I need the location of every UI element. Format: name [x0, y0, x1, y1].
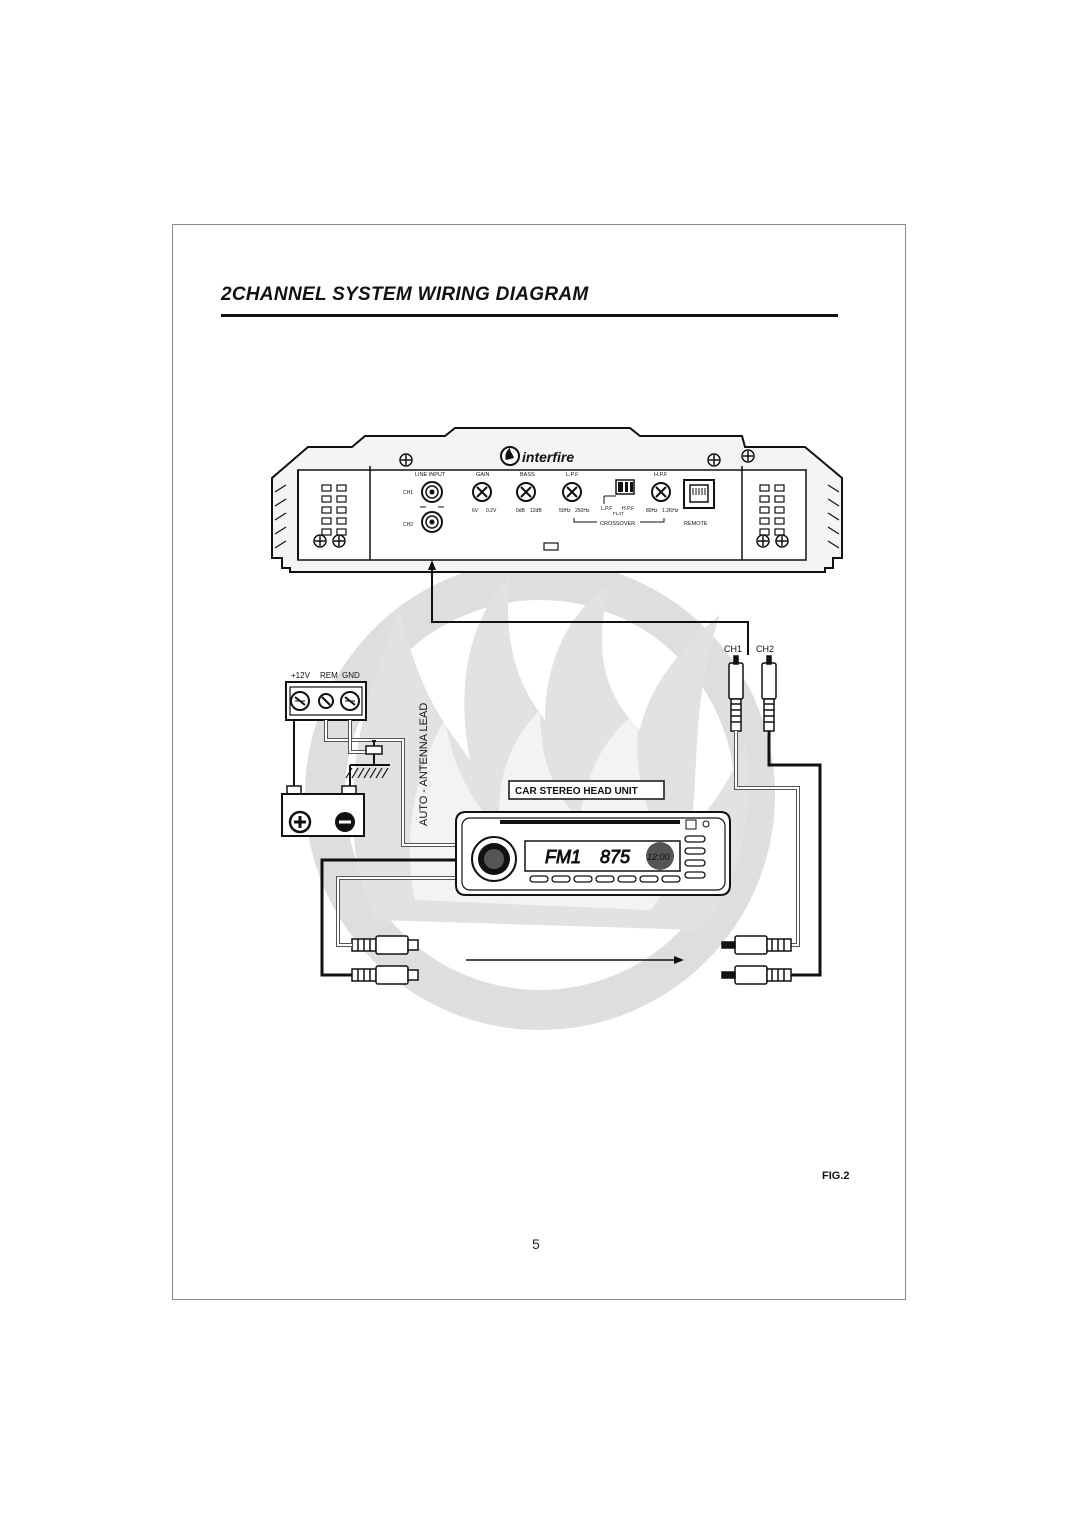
antenna-lead-label: AUTO - ANTENNA LEAD	[418, 703, 430, 826]
gain-max-label: 0.2V	[486, 508, 497, 514]
rca-ch2-label: CH2	[756, 644, 774, 654]
cable-ch2-right	[767, 731, 822, 977]
switch-hpf-label: H.P.F	[622, 506, 634, 512]
switch-lpf-label: L.P.F	[601, 506, 612, 512]
amp-lpf-label: L.P.F	[566, 472, 579, 478]
amp-gain-label: GAIN	[476, 472, 489, 478]
amp-line-input-label: LINE INPUT	[415, 472, 446, 478]
rca-pair-right-ch2	[721, 965, 792, 985]
amp-screws	[313, 449, 789, 548]
head-unit-label-box	[508, 780, 665, 800]
amp-ch1-label: CH1	[403, 490, 413, 496]
rca-pair-left-ch1	[351, 935, 419, 955]
rca-ch1-label: CH1	[724, 644, 742, 654]
remote-jack	[683, 479, 715, 509]
battery	[281, 785, 365, 837]
crossover-label: CROSSOVER	[600, 521, 635, 527]
hpf-knob	[651, 482, 671, 502]
gain-min-label: 6V	[472, 508, 479, 514]
head-unit-label: CAR STEREO HEAD UNIT	[515, 786, 638, 797]
rca-pair-right-ch1	[721, 935, 792, 955]
rca-plug-ch2	[761, 655, 777, 732]
rca-plug-ch1	[728, 655, 744, 732]
hpf-max-label: 1.2KHz	[662, 508, 679, 514]
power-rem-label: REM	[320, 671, 338, 680]
amp-hpf-label: H.P.F	[654, 472, 668, 478]
lpf-knob	[562, 482, 582, 502]
cable-left-ch2	[320, 858, 466, 977]
signal-arrow-up	[428, 560, 436, 570]
amp-fins-right	[759, 484, 840, 549]
line-input-ch1-jack	[421, 481, 443, 503]
display-band: FM1	[545, 847, 581, 867]
car-stereo-head-unit: FM1 875 12:00	[455, 811, 731, 896]
bass-knob	[516, 482, 536, 502]
display-clock: 12:00	[647, 852, 670, 862]
ground-symbol	[345, 740, 389, 779]
clock-display: 12:00	[646, 842, 674, 870]
power-gnd-label: GND	[342, 671, 360, 680]
crossover-switch	[603, 479, 635, 504]
figure-label: FIG.2	[822, 1170, 850, 1182]
right-buttons	[684, 835, 706, 879]
page-title: 2CHANNEL SYSTEM WIRING DIAGRAM	[221, 284, 589, 305]
amp-led	[543, 542, 559, 551]
page-frame	[172, 224, 906, 1300]
gain-knob	[472, 482, 492, 502]
title-rule	[221, 314, 838, 317]
amp-ch2-label: CH2	[403, 522, 413, 528]
amplifier: interfire LINE INPUT CH1 CH2 GAIN BASS L…	[271, 427, 843, 573]
switch-flat-label: FLAT	[613, 511, 624, 516]
remote-label: REMOTE	[684, 521, 708, 527]
volume-knob	[471, 836, 517, 882]
amp-fins-left	[274, 484, 347, 549]
interfire-logo: interfire	[500, 446, 574, 466]
power-12v-label: +12V	[291, 671, 311, 680]
power-terminal-block	[285, 681, 367, 721]
hpf-min-label: 80Hz	[646, 508, 658, 514]
line-input-ch2-jack	[421, 511, 443, 533]
lpf-min-label: 50Hz	[559, 508, 571, 514]
display-frequency: 875	[600, 847, 631, 867]
preset-buttons	[529, 875, 681, 883]
bass-max-label: 12dB	[530, 508, 542, 514]
amp-brand: interfire	[522, 449, 574, 465]
bass-min-label: 0dB	[516, 508, 526, 514]
lpf-max-label: 250Hz	[575, 508, 590, 514]
amp-bass-label: BASS	[520, 472, 535, 478]
signal-line-to-amp	[431, 565, 749, 655]
page-number: 5	[532, 1236, 540, 1252]
rca-pair-left-ch2	[351, 965, 419, 985]
